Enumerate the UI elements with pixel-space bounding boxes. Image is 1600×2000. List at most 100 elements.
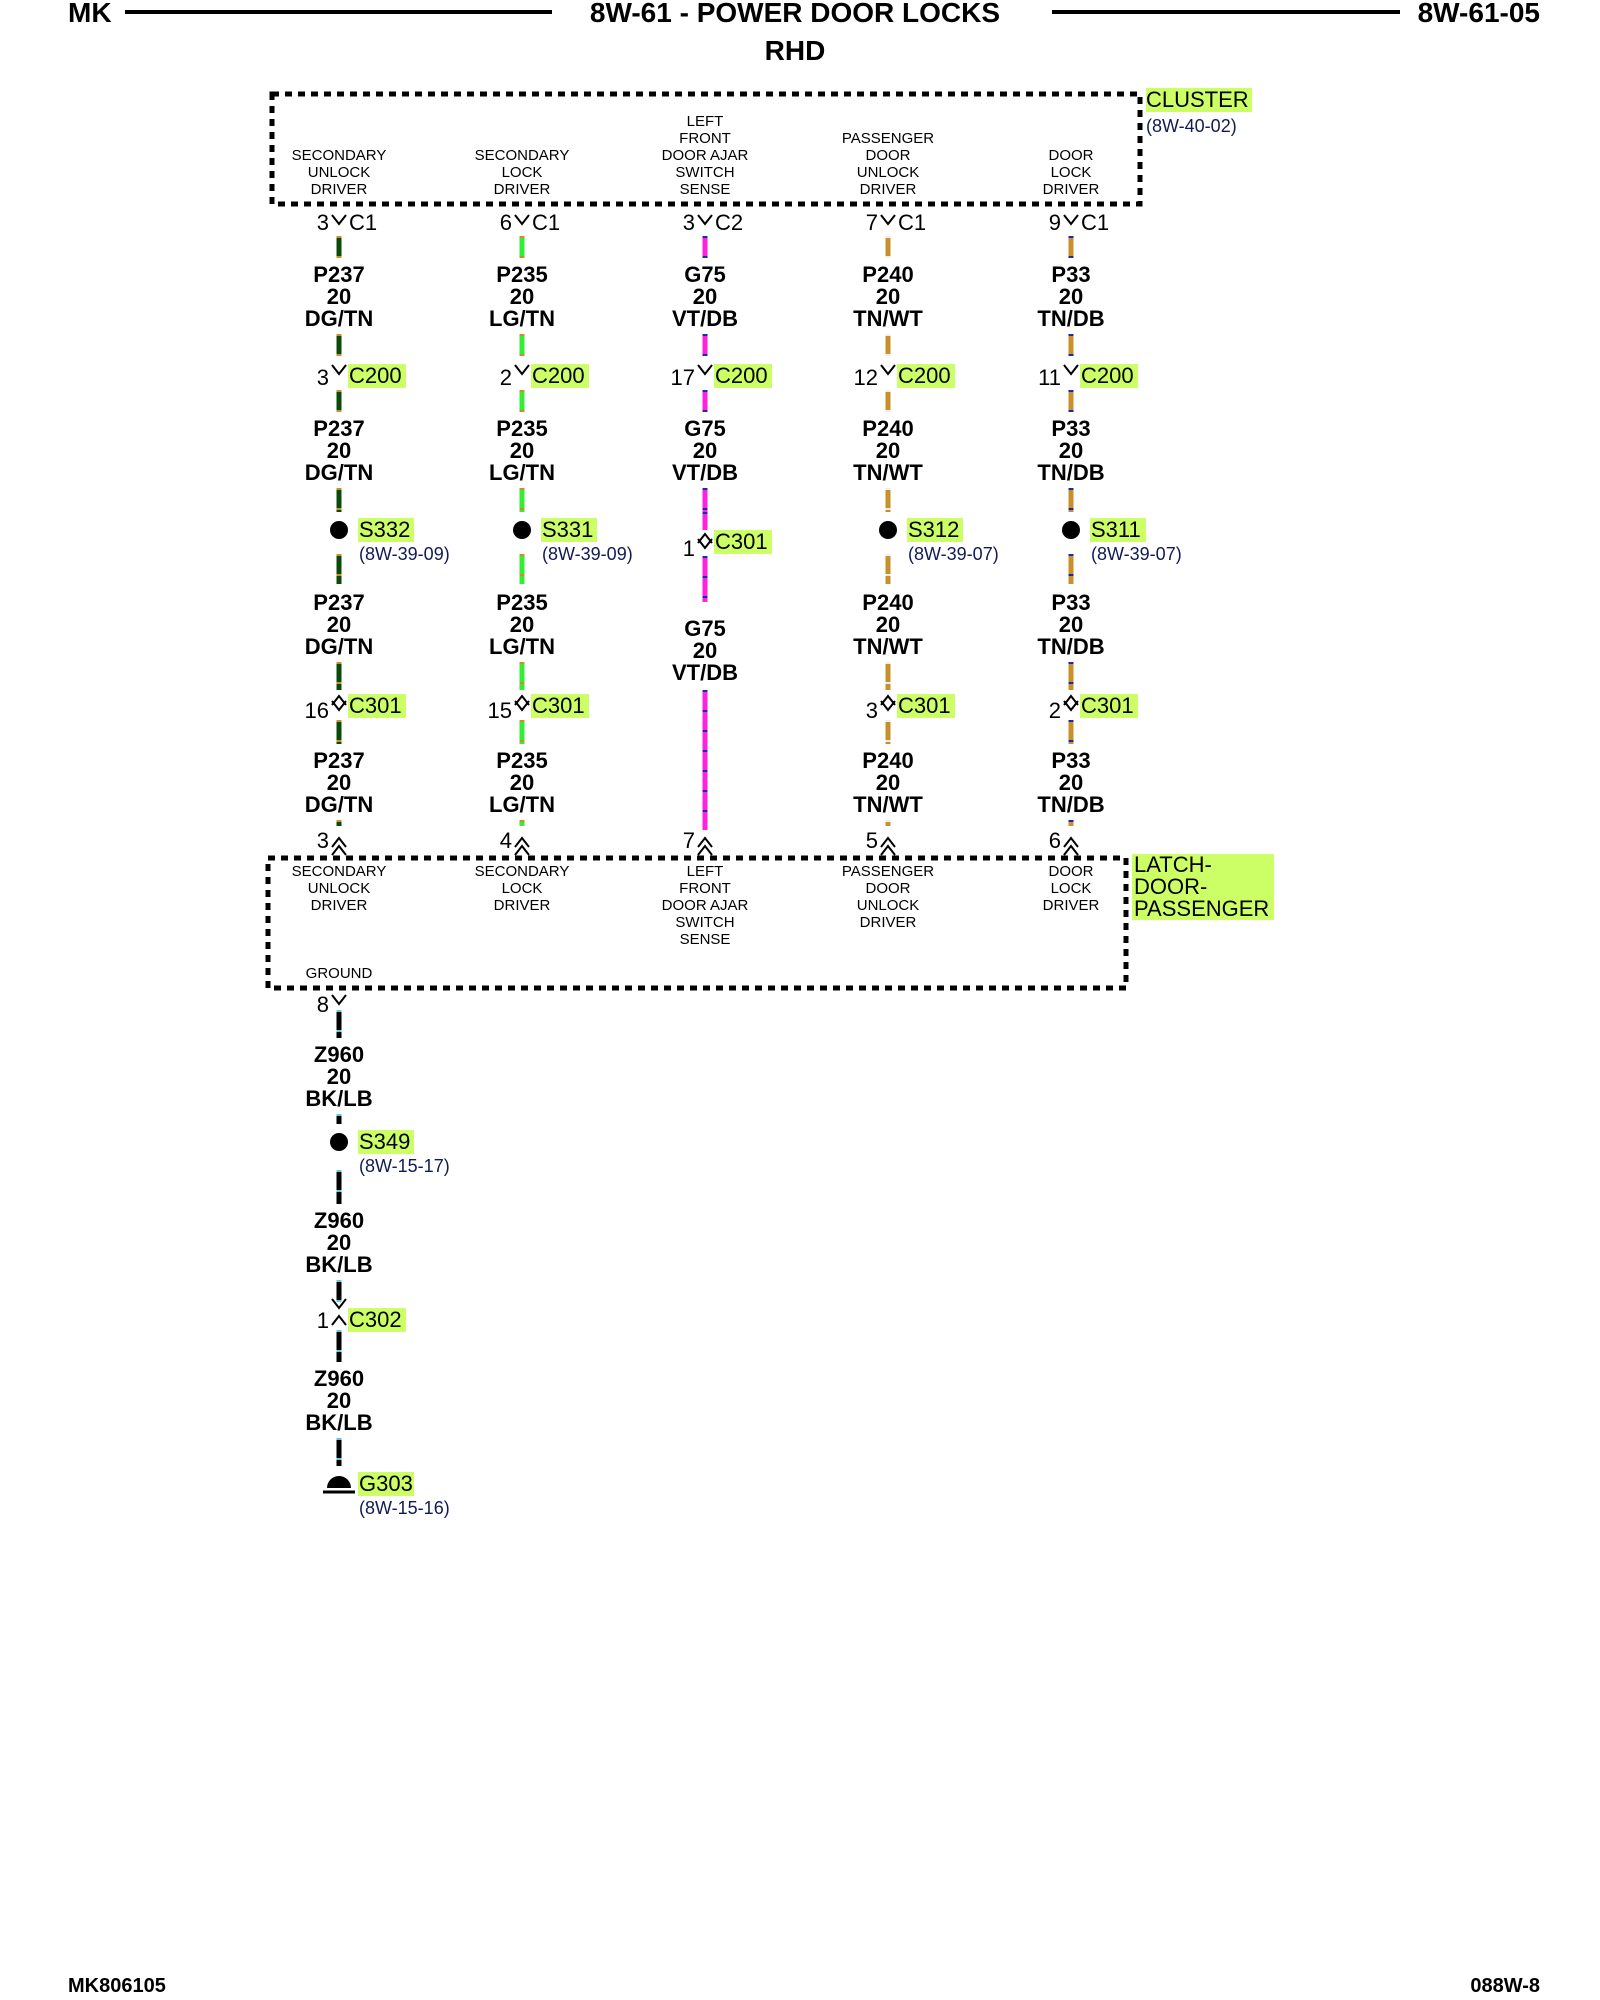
cluster-connector-name: C2 bbox=[715, 210, 743, 235]
wire-label-color: DG/TN bbox=[305, 306, 373, 331]
wire-label-gauge: 20 bbox=[510, 284, 534, 309]
latch-pin-number: 7 bbox=[683, 828, 695, 853]
wire-label-color: BK/LB bbox=[305, 1410, 372, 1435]
page-subtitle: RHD bbox=[765, 35, 826, 66]
latch-pin-label: DOOR bbox=[866, 880, 911, 897]
cluster-pin-number: 6 bbox=[500, 210, 512, 235]
latch-name-highlight bbox=[1132, 854, 1274, 920]
latch-name-line-1: LATCH- bbox=[1134, 852, 1212, 877]
ground-branch: GROUND8Z96020BK/LBS349(8W-15-17)Z96020BK… bbox=[305, 965, 449, 1518]
c200-name: C200 bbox=[715, 363, 768, 388]
c301-name: C301 bbox=[898, 693, 951, 718]
c200-highlight bbox=[531, 364, 589, 388]
wire-label-circuit: P33 bbox=[1051, 748, 1090, 773]
splice-name: S311 bbox=[1091, 517, 1141, 542]
connector-arrow bbox=[1063, 844, 1079, 856]
c200-highlight bbox=[1080, 364, 1138, 388]
c301-pin-number: 16 bbox=[305, 698, 329, 723]
c301-highlight bbox=[1080, 694, 1138, 718]
latch-pin-label: DRIVER bbox=[860, 914, 917, 931]
wire-label-gauge: 20 bbox=[1059, 438, 1083, 463]
connector-arrow bbox=[331, 214, 347, 226]
wire-label-color: TN/DB bbox=[1037, 792, 1104, 817]
connector-arrow bbox=[514, 844, 530, 856]
splice-highlight bbox=[541, 518, 597, 542]
wire-label-color: TN/WT bbox=[853, 634, 923, 659]
wire-label-circuit: P237 bbox=[313, 262, 364, 287]
cluster-pin-label: LOCK bbox=[502, 164, 543, 181]
cluster-ref: (8W-40-02) bbox=[1146, 116, 1237, 136]
connector-arrow bbox=[697, 214, 713, 226]
connector-arrow bbox=[331, 364, 347, 376]
c200-highlight bbox=[714, 364, 772, 388]
wire-label-gauge: 20 bbox=[1059, 770, 1083, 795]
wire-label-gauge: 20 bbox=[1059, 612, 1083, 637]
ground-pin-label: GROUND bbox=[306, 965, 373, 982]
splice-name: S312 bbox=[908, 517, 959, 542]
connector-arrow bbox=[880, 694, 896, 706]
splice-name: S349 bbox=[359, 1129, 410, 1154]
connector-arrow bbox=[697, 836, 713, 848]
c301-pin-number: 2 bbox=[1049, 698, 1061, 723]
footer-right: 088W-8 bbox=[1470, 1975, 1540, 1997]
connector-arrow bbox=[880, 700, 896, 712]
cluster-pin-label: UNLOCK bbox=[308, 164, 371, 181]
latch-pin-label: UNLOCK bbox=[857, 897, 920, 914]
wire-label-gauge: 20 bbox=[876, 612, 900, 637]
splice-highlight bbox=[1090, 518, 1146, 542]
connector-arrow bbox=[331, 844, 347, 856]
wire-label-color: DG/TN bbox=[305, 460, 373, 485]
footer-left: MK806105 bbox=[68, 1975, 166, 1997]
wire-label-gauge: 20 bbox=[327, 1388, 351, 1413]
splice-highlight bbox=[358, 518, 414, 542]
connector-arrow bbox=[880, 214, 896, 226]
connector-arrow bbox=[697, 844, 713, 856]
cluster-connector-name: C1 bbox=[349, 210, 377, 235]
c200-pin-number: 12 bbox=[854, 365, 878, 390]
latch-box bbox=[265, 855, 1129, 991]
connector-arrow bbox=[514, 364, 530, 376]
c301-highlight bbox=[714, 530, 772, 554]
c200-highlight bbox=[348, 364, 406, 388]
ground-highlight bbox=[358, 1472, 414, 1496]
connector-arrow bbox=[1063, 700, 1079, 712]
wire-label-gauge: 20 bbox=[693, 638, 717, 663]
splice-dot bbox=[330, 521, 348, 539]
wire-label-gauge: 20 bbox=[693, 438, 717, 463]
latch-pin-number: 4 bbox=[500, 828, 512, 853]
connector-arrow bbox=[880, 364, 896, 376]
page-title: 8W-61 - POWER DOOR LOCKS bbox=[590, 0, 1000, 28]
latch-pin-label: PASSENGER bbox=[842, 863, 934, 880]
wire-label-circuit: P237 bbox=[313, 748, 364, 773]
wire-label-gauge: 20 bbox=[876, 284, 900, 309]
connector-arrow bbox=[514, 214, 530, 226]
wire-label-circuit: P240 bbox=[862, 748, 913, 773]
wire-label-color: BK/LB bbox=[305, 1086, 372, 1111]
page-header: MK 8W-61 - POWER DOOR LOCKS 8W-61-05 RHD bbox=[68, 0, 1540, 66]
connector-arrow bbox=[331, 1298, 347, 1310]
c302-name: C302 bbox=[349, 1307, 402, 1332]
cluster-pin-label: DOOR bbox=[866, 147, 911, 164]
cluster-pin-label: LOCK bbox=[1051, 164, 1092, 181]
latch-pin-number: 6 bbox=[1049, 828, 1061, 853]
c200-pin-number: 11 bbox=[1038, 365, 1061, 390]
latch-pin-label: SECONDARY bbox=[292, 863, 387, 880]
latch-pin-label: SECONDARY bbox=[475, 863, 570, 880]
wire-label-gauge: 20 bbox=[510, 770, 534, 795]
connector-arrow bbox=[331, 694, 347, 706]
wire-label-circuit: P237 bbox=[313, 416, 364, 441]
wire-label-circuit: P235 bbox=[496, 416, 547, 441]
connector-arrow bbox=[1063, 836, 1079, 848]
cluster-pin-label: SECONDARY bbox=[475, 147, 570, 164]
cluster-pin-label: DRIVER bbox=[494, 181, 551, 198]
c301-highlight bbox=[348, 694, 406, 718]
wire-label-circuit: P240 bbox=[862, 416, 913, 441]
wire-label-gauge: 20 bbox=[876, 770, 900, 795]
wire-label-gauge: 20 bbox=[327, 1064, 351, 1089]
wire-label-circuit: P237 bbox=[313, 590, 364, 615]
latch-pin-label: LEFT bbox=[687, 863, 724, 880]
c301-name: C301 bbox=[1081, 693, 1134, 718]
wire-label-circuit: P33 bbox=[1051, 416, 1090, 441]
